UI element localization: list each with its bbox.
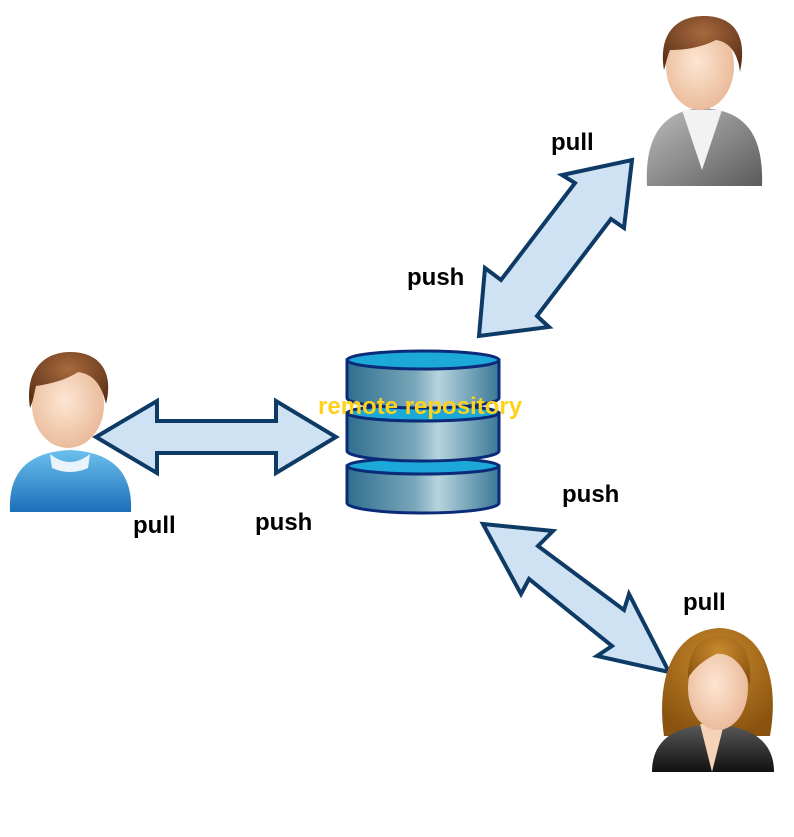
bottom-right-user-pull-label: pull (683, 589, 726, 616)
user-avatar-bottom-right-icon (652, 628, 774, 772)
repository-label: remote repository (318, 393, 523, 420)
top-right-user-pull-label: pull (551, 129, 594, 156)
arrow-left-user-repo (92, 397, 340, 477)
user-avatar-left-icon (9, 352, 132, 512)
left-user-push-label: push (255, 509, 313, 536)
bottom-right-user-push-label: push (562, 481, 620, 508)
user-avatar-top-right-icon (646, 16, 763, 186)
arrow-repo-top-right-user (476, 157, 635, 339)
database-icon (345, 349, 501, 515)
arrow-repo-bottom-right-user (479, 521, 673, 675)
left-user-pull-label: pull (133, 512, 176, 539)
top-right-user-push-label: push (407, 264, 465, 291)
